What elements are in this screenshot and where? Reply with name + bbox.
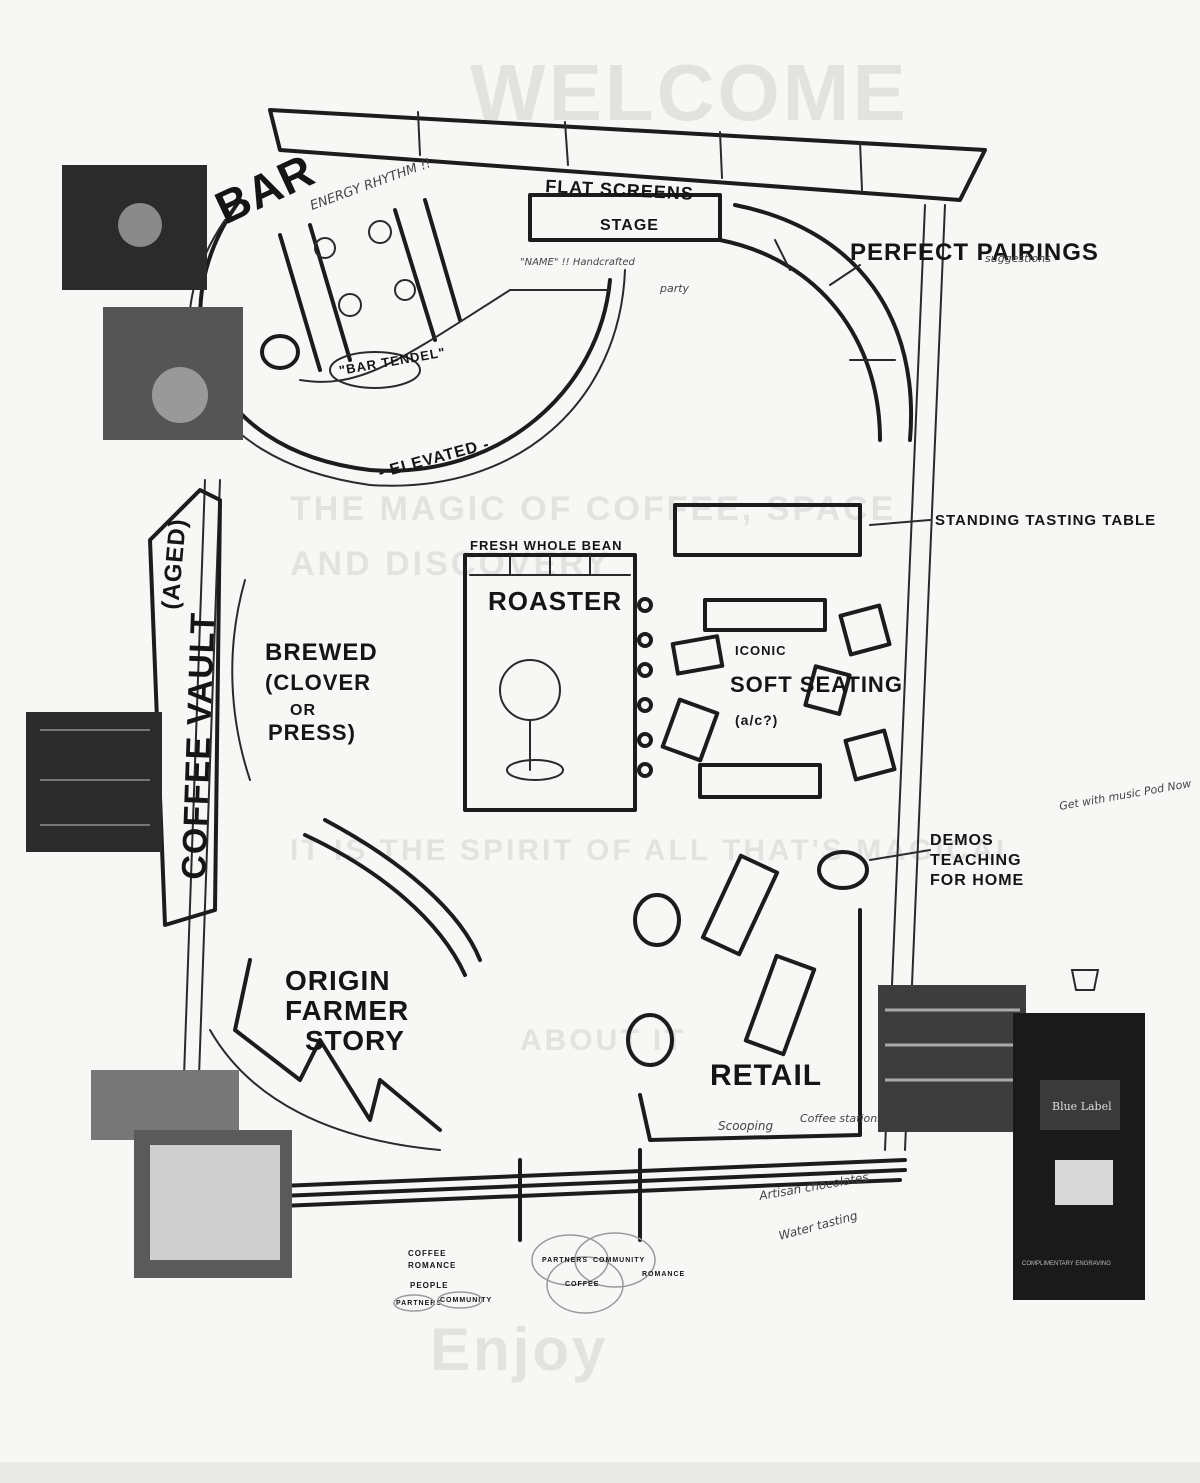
roaster-label: ROASTER: [488, 586, 622, 616]
scooping-note: Scooping: [718, 1119, 773, 1133]
origin-area: ORIGIN FARMER STORY: [209, 818, 482, 1151]
venn-partners: PARTNERS: [542, 1257, 588, 1264]
demos-label: DEMOS: [930, 832, 994, 849]
for-home-label: FOR HOME: [930, 872, 1024, 889]
venn-community: COMMUNITY: [593, 1257, 645, 1264]
soft-seating-label: SOFT SEATING: [730, 672, 903, 697]
elevated-label: - ELEVATED -: [377, 436, 492, 482]
or-label: OR: [290, 702, 316, 719]
scan-edge: [0, 1462, 1200, 1483]
farmer-label: FARMER: [285, 995, 409, 1026]
bean-bins: [637, 597, 653, 778]
ghost-line-2: AND DISCOVERY: [290, 545, 611, 583]
bartender-label: "BAR TENDEL": [338, 344, 447, 378]
bar-label: BAR: [207, 144, 322, 235]
soft-seating-area: ICONIC SOFT SEATING (a/c?): [660, 598, 903, 799]
bottle-label: Blue Label: [1052, 1100, 1112, 1113]
perfect-label: PERFECT PAIRINGS: [850, 239, 1099, 266]
water-note: Water tasting: [777, 1208, 859, 1243]
clover-label: (CLOVER: [265, 670, 371, 695]
brewed-label: BREWED: [265, 639, 378, 666]
bleed-through-text: WELCOME THE MAGIC OF COFFEE, SPACE AND D…: [290, 48, 1017, 1383]
roaster-area: FRESH WHOLE BEAN ROASTER: [463, 538, 653, 812]
origin-label: ORIGIN: [285, 965, 391, 996]
energy-note: ENERGY RHYTHM !!: [308, 156, 433, 214]
stage-area: FLAT SCREENS STAGE "NAME" !! Handcrafted…: [520, 176, 722, 295]
soft-seating-note: (a/c?): [735, 712, 778, 728]
photo-collage: Blue Label COMPLIMENTARY ENGRAVING: [26, 165, 1145, 1300]
aged-label: (AGED): [157, 517, 192, 610]
word-coffee: COFFEE: [408, 1249, 446, 1258]
word-community: COMMUNITY: [440, 1297, 492, 1304]
coffee-stations-note: Coffee stations: [800, 1112, 883, 1125]
iconic-label: ICONIC: [735, 643, 787, 658]
basket-icon: [1070, 969, 1100, 991]
word-partners: PARTNERS: [396, 1300, 442, 1307]
walls: [179, 108, 987, 1242]
ghost-line-4: ABOUT IT: [520, 1024, 686, 1057]
word-people: PEOPLE: [410, 1281, 448, 1290]
venn-romance: ROMANCE: [642, 1271, 685, 1278]
party-note: party: [659, 282, 690, 295]
ghost-line-3: IT IS THE SPIRIT OF ALL THAT'S MAGICAL: [290, 834, 1017, 867]
perfect-pairings-area: PERFECT PAIRINGS suggestions: [718, 203, 1099, 442]
word-romance: ROMANCE: [408, 1261, 456, 1270]
photo-retail-shelves: [878, 985, 1026, 1132]
press-label: PRESS): [268, 720, 356, 745]
stage-label: STAGE: [600, 217, 659, 234]
coffee-vault-label: COFFEE VAULT: [175, 611, 222, 880]
fresh-whole-bean-label: FRESH WHOLE BEAN: [470, 538, 623, 553]
retail-label: RETAIL: [710, 1059, 822, 1092]
story-label: STORY: [305, 1025, 405, 1056]
name-note: "NAME" !! Handcrafted: [520, 257, 636, 268]
standing-table-label: STANDING TASTING TABLE: [935, 512, 1156, 529]
side-note: Get with music Pod Now: [1058, 777, 1192, 813]
photo-bottle: [1013, 1013, 1145, 1300]
ghost-sign: Enjoy: [430, 1316, 608, 1383]
ghost-title: WELCOME: [470, 48, 909, 137]
venn-diagram: PARTNERS COMMUNITY COFFEE ROMANCE: [531, 1232, 685, 1314]
retail-area: DEMOS TEACHING FOR HOME RETAIL Scooping …: [626, 777, 1192, 1243]
photo-person: [91, 1070, 239, 1140]
photo-vault-drawers: [26, 712, 162, 852]
venn-coffee: COFFEE: [565, 1281, 599, 1288]
engraving-text: COMPLIMENTARY ENGRAVING: [1022, 1261, 1111, 1267]
word-list: COFFEE ROMANCE PEOPLE PARTNERS COMMUNITY: [393, 1249, 492, 1312]
standing-table: STANDING TASTING TABLE: [673, 503, 1156, 557]
suggestions-note: suggestions: [985, 252, 1051, 265]
coffee-vault-area: COFFEE VAULT (AGED) BREWED (CLOVER OR PR…: [148, 488, 378, 927]
ghost-line-1: THE MAGIC OF COFFEE, SPACE: [290, 490, 896, 528]
teaching-label: TEACHING: [930, 852, 1022, 869]
